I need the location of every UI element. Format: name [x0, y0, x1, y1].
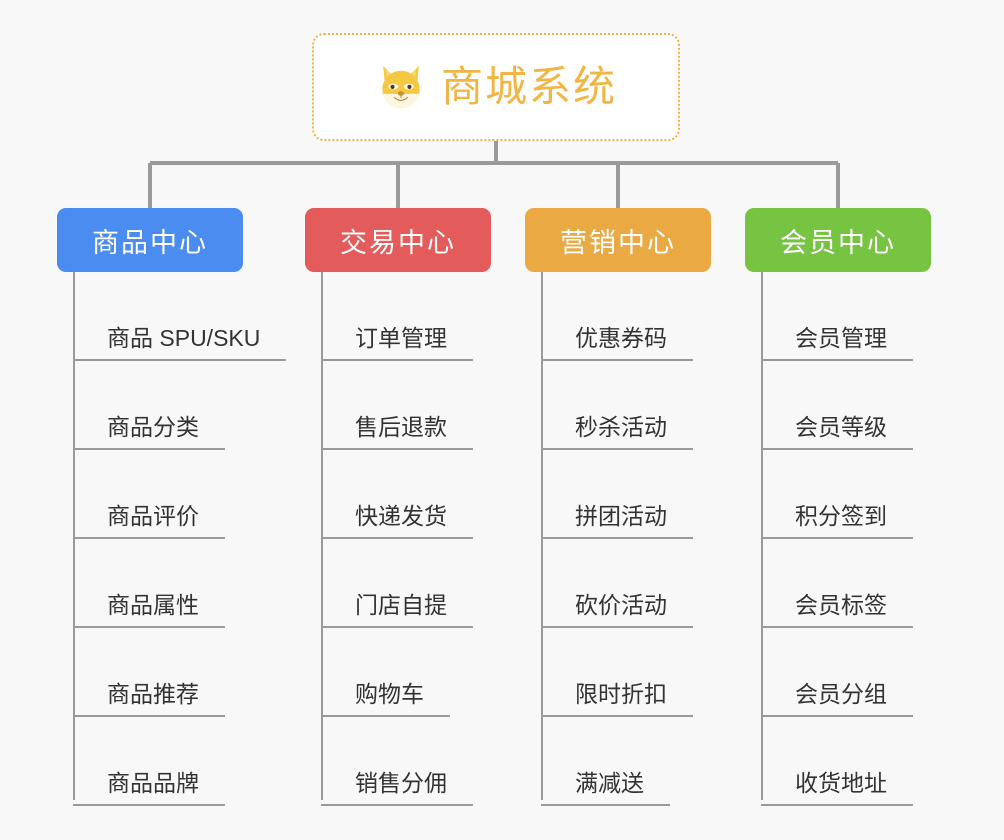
leaf-label: 秒杀活动: [541, 413, 693, 450]
list-item[interactable]: 满减送: [525, 717, 711, 806]
list-item[interactable]: 商品分类: [57, 361, 243, 450]
leaf-label: 优惠券码: [541, 324, 693, 361]
leaf-label: 快递发货: [321, 502, 473, 539]
list-item[interactable]: 拼团活动: [525, 450, 711, 539]
branch-column-1: 交易中心 订单管理 售后退款 快递发货 门店自提 购物车 销售分佣: [305, 208, 491, 806]
branch-column-0: 商品中心 商品 SPU/SKU 商品分类 商品评价 商品属性 商品推荐 商品品牌: [57, 208, 287, 806]
leaf-label: 拼团活动: [541, 502, 693, 539]
branch-header-1[interactable]: 交易中心: [305, 208, 491, 272]
list-item[interactable]: 商品属性: [57, 539, 243, 628]
list-item[interactable]: 商品推荐: [57, 628, 243, 717]
leaf-label: 会员标签: [761, 591, 913, 628]
list-item[interactable]: 商品评价: [57, 450, 243, 539]
leaf-label: 积分签到: [761, 502, 913, 539]
leaf-label: 会员分组: [761, 680, 913, 717]
list-item[interactable]: 积分签到: [745, 450, 931, 539]
leaf-list-3: 会员管理 会员等级 积分签到 会员标签 会员分组 收货地址: [745, 272, 931, 806]
leaf-label: 购物车: [321, 680, 450, 717]
branch-header-0[interactable]: 商品中心: [57, 208, 243, 272]
list-item[interactable]: 订单管理: [305, 272, 491, 361]
branch-header-3[interactable]: 会员中心: [745, 208, 931, 272]
leaf-list-0: 商品 SPU/SKU 商品分类 商品评价 商品属性 商品推荐 商品品牌: [57, 272, 287, 806]
root-node[interactable]: 商城系统: [312, 33, 680, 141]
leaf-label: 订单管理: [321, 324, 473, 361]
list-item[interactable]: 购物车: [305, 628, 491, 717]
list-item[interactable]: 会员等级: [745, 361, 931, 450]
branch-header-2[interactable]: 营销中心: [525, 208, 711, 272]
leaf-label: 商品分类: [73, 413, 225, 450]
leaf-list-2: 优惠券码 秒杀活动 拼团活动 砍价活动 限时折扣 满减送: [525, 272, 711, 806]
shiba-dog-face-icon: [382, 65, 420, 109]
leaf-label: 砍价活动: [541, 591, 693, 628]
root-title: 商城系统: [440, 63, 617, 110]
leaf-label: 商品品牌: [73, 769, 225, 806]
branch-column-3: 会员中心 会员管理 会员等级 积分签到 会员标签 会员分组 收货地址: [745, 208, 931, 806]
list-item[interactable]: 商品品牌: [57, 717, 243, 806]
leaf-label: 收货地址: [761, 769, 913, 806]
list-item[interactable]: 砍价活动: [525, 539, 711, 628]
list-item[interactable]: 会员分组: [745, 628, 931, 717]
leaf-label: 会员管理: [761, 324, 913, 361]
list-item[interactable]: 门店自提: [305, 539, 491, 628]
list-item[interactable]: 商品 SPU/SKU: [57, 272, 287, 361]
list-item[interactable]: 收货地址: [745, 717, 931, 806]
list-item[interactable]: 优惠券码: [525, 272, 711, 361]
list-item[interactable]: 快递发货: [305, 450, 491, 539]
list-item[interactable]: 售后退款: [305, 361, 491, 450]
leaf-label: 商品推荐: [73, 680, 225, 717]
list-item[interactable]: 限时折扣: [525, 628, 711, 717]
list-item[interactable]: 会员标签: [745, 539, 931, 628]
leaf-label: 商品属性: [73, 591, 225, 628]
leaf-label: 商品评价: [73, 502, 225, 539]
leaf-label: 商品 SPU/SKU: [73, 324, 287, 361]
list-item[interactable]: 销售分佣: [305, 717, 491, 806]
leaf-label: 售后退款: [321, 413, 473, 450]
branch-column-2: 营销中心 优惠券码 秒杀活动 拼团活动 砍价活动 限时折扣 满减送: [525, 208, 711, 806]
leaf-label: 会员等级: [761, 413, 913, 450]
list-item[interactable]: 秒杀活动: [525, 361, 711, 450]
leaf-label: 销售分佣: [321, 769, 473, 806]
leaf-list-1: 订单管理 售后退款 快递发货 门店自提 购物车 销售分佣: [305, 272, 491, 806]
leaf-label: 限时折扣: [541, 680, 693, 717]
leaf-label: 门店自提: [321, 591, 473, 628]
leaf-label: 满减送: [541, 769, 670, 806]
list-item[interactable]: 会员管理: [745, 272, 931, 361]
